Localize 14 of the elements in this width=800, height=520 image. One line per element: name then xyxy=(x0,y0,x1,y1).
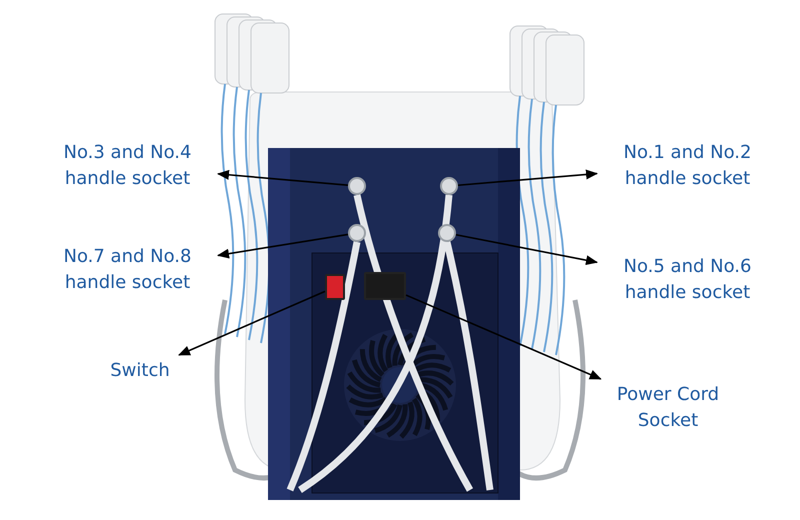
leader-arrow xyxy=(217,170,348,186)
leader-arrow xyxy=(456,234,598,266)
leader-arrow xyxy=(178,290,326,356)
callout-label: No.5 and No.6 handle socket xyxy=(600,254,775,306)
leader-arrow xyxy=(458,170,598,186)
power-switch xyxy=(325,274,345,300)
callout-label: No.3 and No.4 handle socket xyxy=(40,140,215,192)
callout-label: No.1 and No.2 handle socket xyxy=(600,140,775,192)
callout-label: No.7 and No.8 handle socket xyxy=(40,244,215,296)
callout-label: Power Cord Socket xyxy=(598,382,738,434)
leader-arrow xyxy=(217,234,348,259)
leader-arrow xyxy=(406,294,602,380)
callout-label: Switch xyxy=(100,358,180,384)
power-inlet xyxy=(364,272,406,300)
